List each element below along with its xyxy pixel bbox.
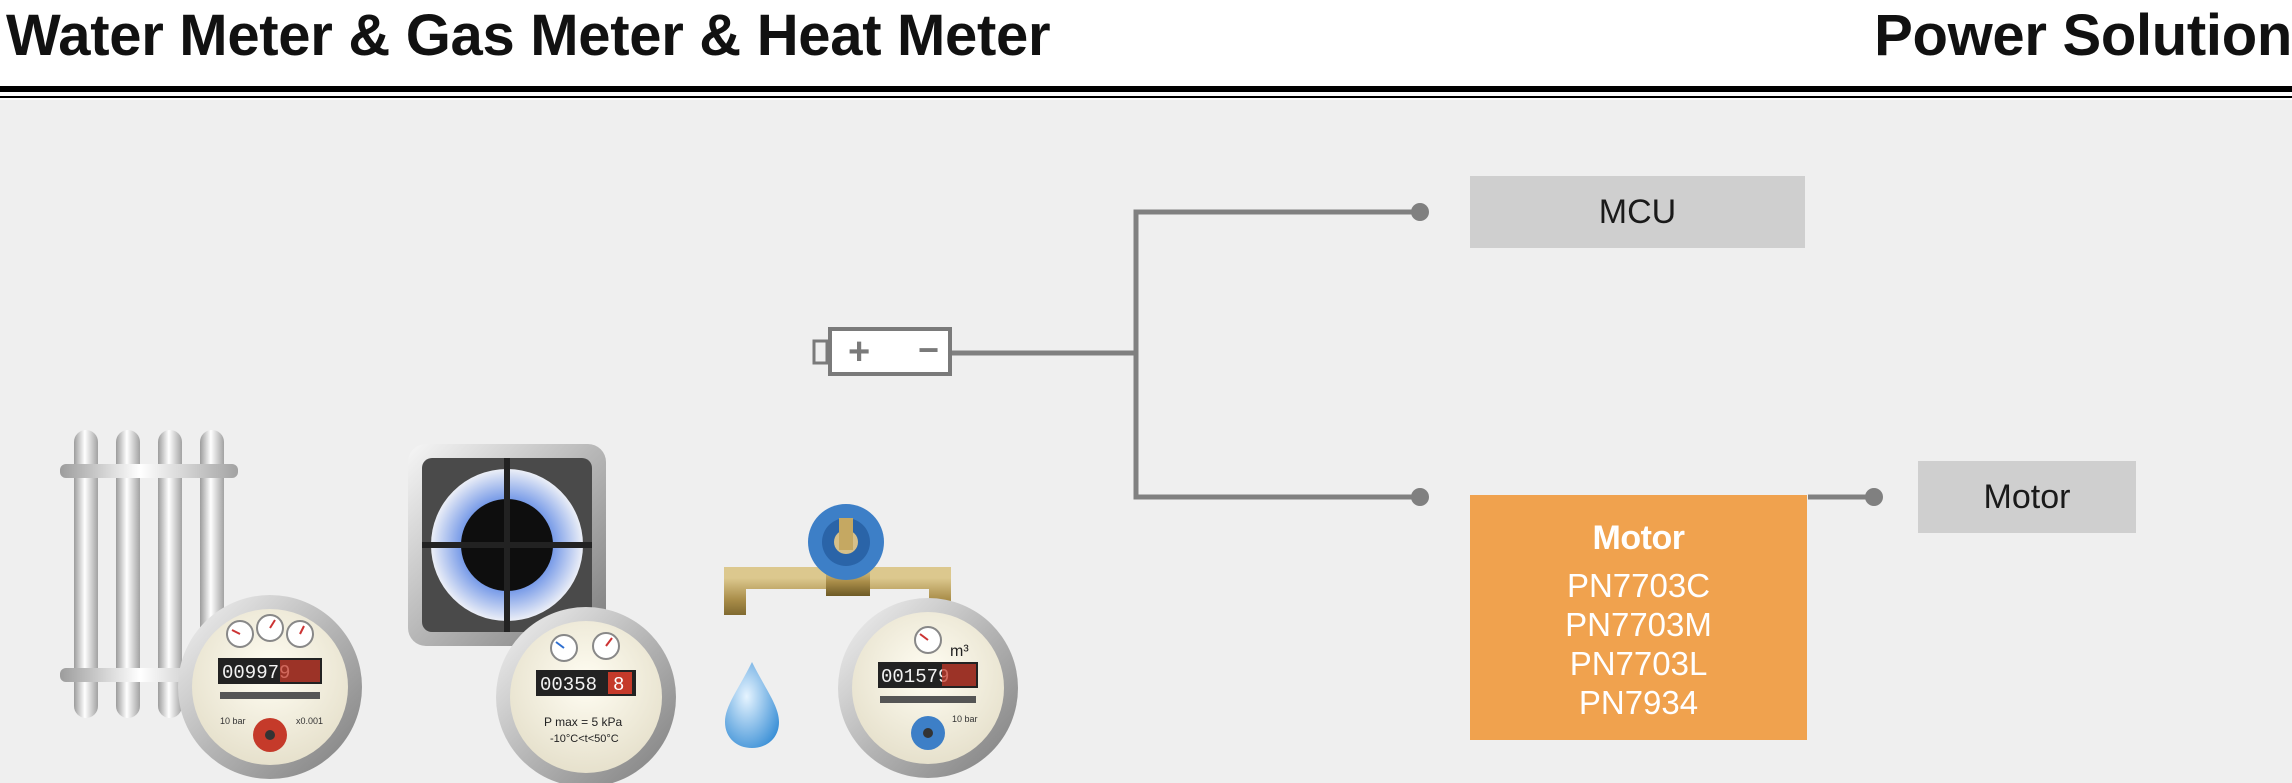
gas-meter: 00358 8 P max = 5 kPa -10°C<t<50°C	[496, 607, 676, 783]
header-rule-thick	[0, 86, 2292, 92]
motor-output-box: Motor	[1918, 461, 2136, 533]
heat-meter-note: 10 bar	[220, 716, 246, 726]
header: Water Meter & Gas Meter & Heat Meter Pow…	[0, 0, 2292, 100]
battery-icon: + −	[812, 327, 952, 376]
gas-meter-counter: 00358	[540, 674, 597, 696]
header-rule-thin	[0, 96, 2292, 98]
water-drop-icon	[725, 662, 779, 748]
motor-connector-dot	[1411, 488, 1429, 506]
gas-burner	[408, 444, 606, 646]
water-meter-counter: 001579	[881, 666, 949, 688]
mcu-box: MCU	[1470, 176, 1805, 248]
diagram-panel: + − MCU Motor PN7703C PN7703M PN7703L PN…	[0, 100, 2292, 783]
motor-output-dot	[1865, 488, 1883, 506]
water-meter-unit: m³	[950, 643, 969, 660]
motor-driver-title: Motor	[1592, 519, 1685, 557]
connector-lines	[952, 203, 1883, 506]
heat-meter: 009979 10 bar x0.001	[178, 595, 362, 779]
water-meter-note: 10 bar	[952, 714, 978, 724]
heat-meter-counter: 009979	[222, 662, 290, 684]
water-meter: m³ 001579 10 bar	[838, 598, 1018, 778]
motor-driver-box: Motor PN7703C PN7703M PN7703L PN7934	[1470, 495, 1807, 740]
part-number: PN7703M	[1565, 606, 1712, 643]
part-number: PN7934	[1578, 684, 1699, 721]
motor-output-label: Motor	[1983, 477, 2071, 516]
section-title: Power Solution	[1874, 3, 2292, 68]
motor-part-list: PN7703C PN7703M PN7703L PN7934	[1470, 566, 1807, 722]
battery-minus: −	[918, 329, 939, 370]
gas-meter-spec-pressure: P max = 5 kPa	[544, 715, 622, 729]
part-number: PN7703L	[1569, 645, 1708, 682]
heat-meter-scale: x0.001	[296, 716, 323, 726]
radiator	[60, 430, 238, 718]
part-number: PN7703C	[1566, 567, 1711, 604]
meters-illustration: 009979 10 bar x0.001 00358	[60, 430, 1018, 783]
water-tap	[724, 504, 951, 748]
gas-meter-last-digit: 8	[613, 674, 624, 696]
mcu-connector-dot	[1411, 203, 1429, 221]
mcu-label: MCU	[1598, 192, 1677, 231]
battery-plus: +	[848, 331, 870, 373]
gas-meter-spec-temperature: -10°C<t<50°C	[550, 733, 619, 745]
page-title: Water Meter & Gas Meter & Heat Meter	[6, 3, 1051, 68]
